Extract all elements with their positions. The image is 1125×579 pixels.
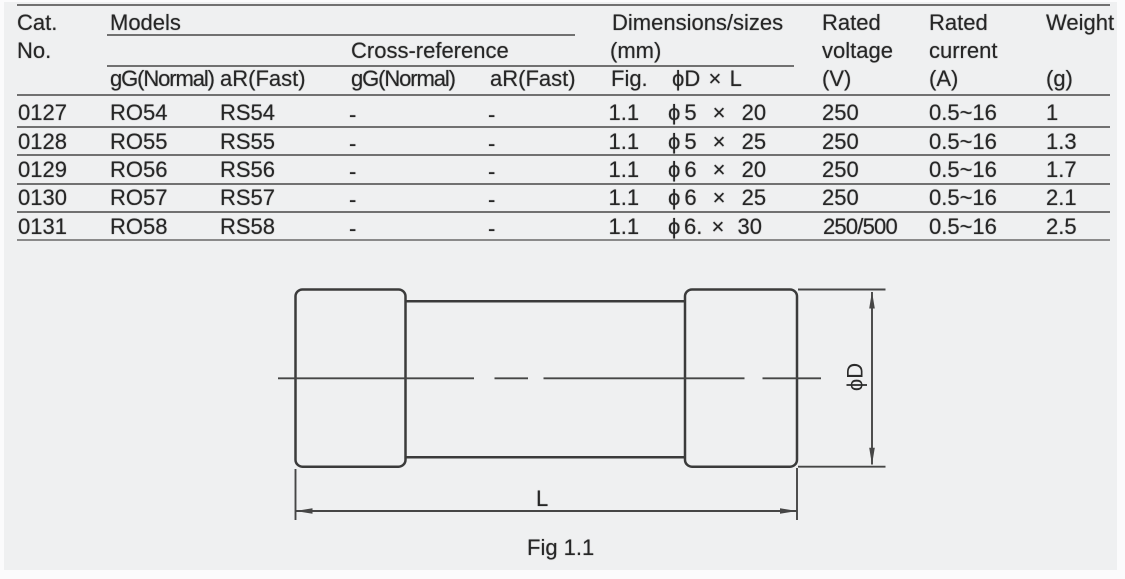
svg-text:ϕD: ϕD xyxy=(843,363,868,391)
